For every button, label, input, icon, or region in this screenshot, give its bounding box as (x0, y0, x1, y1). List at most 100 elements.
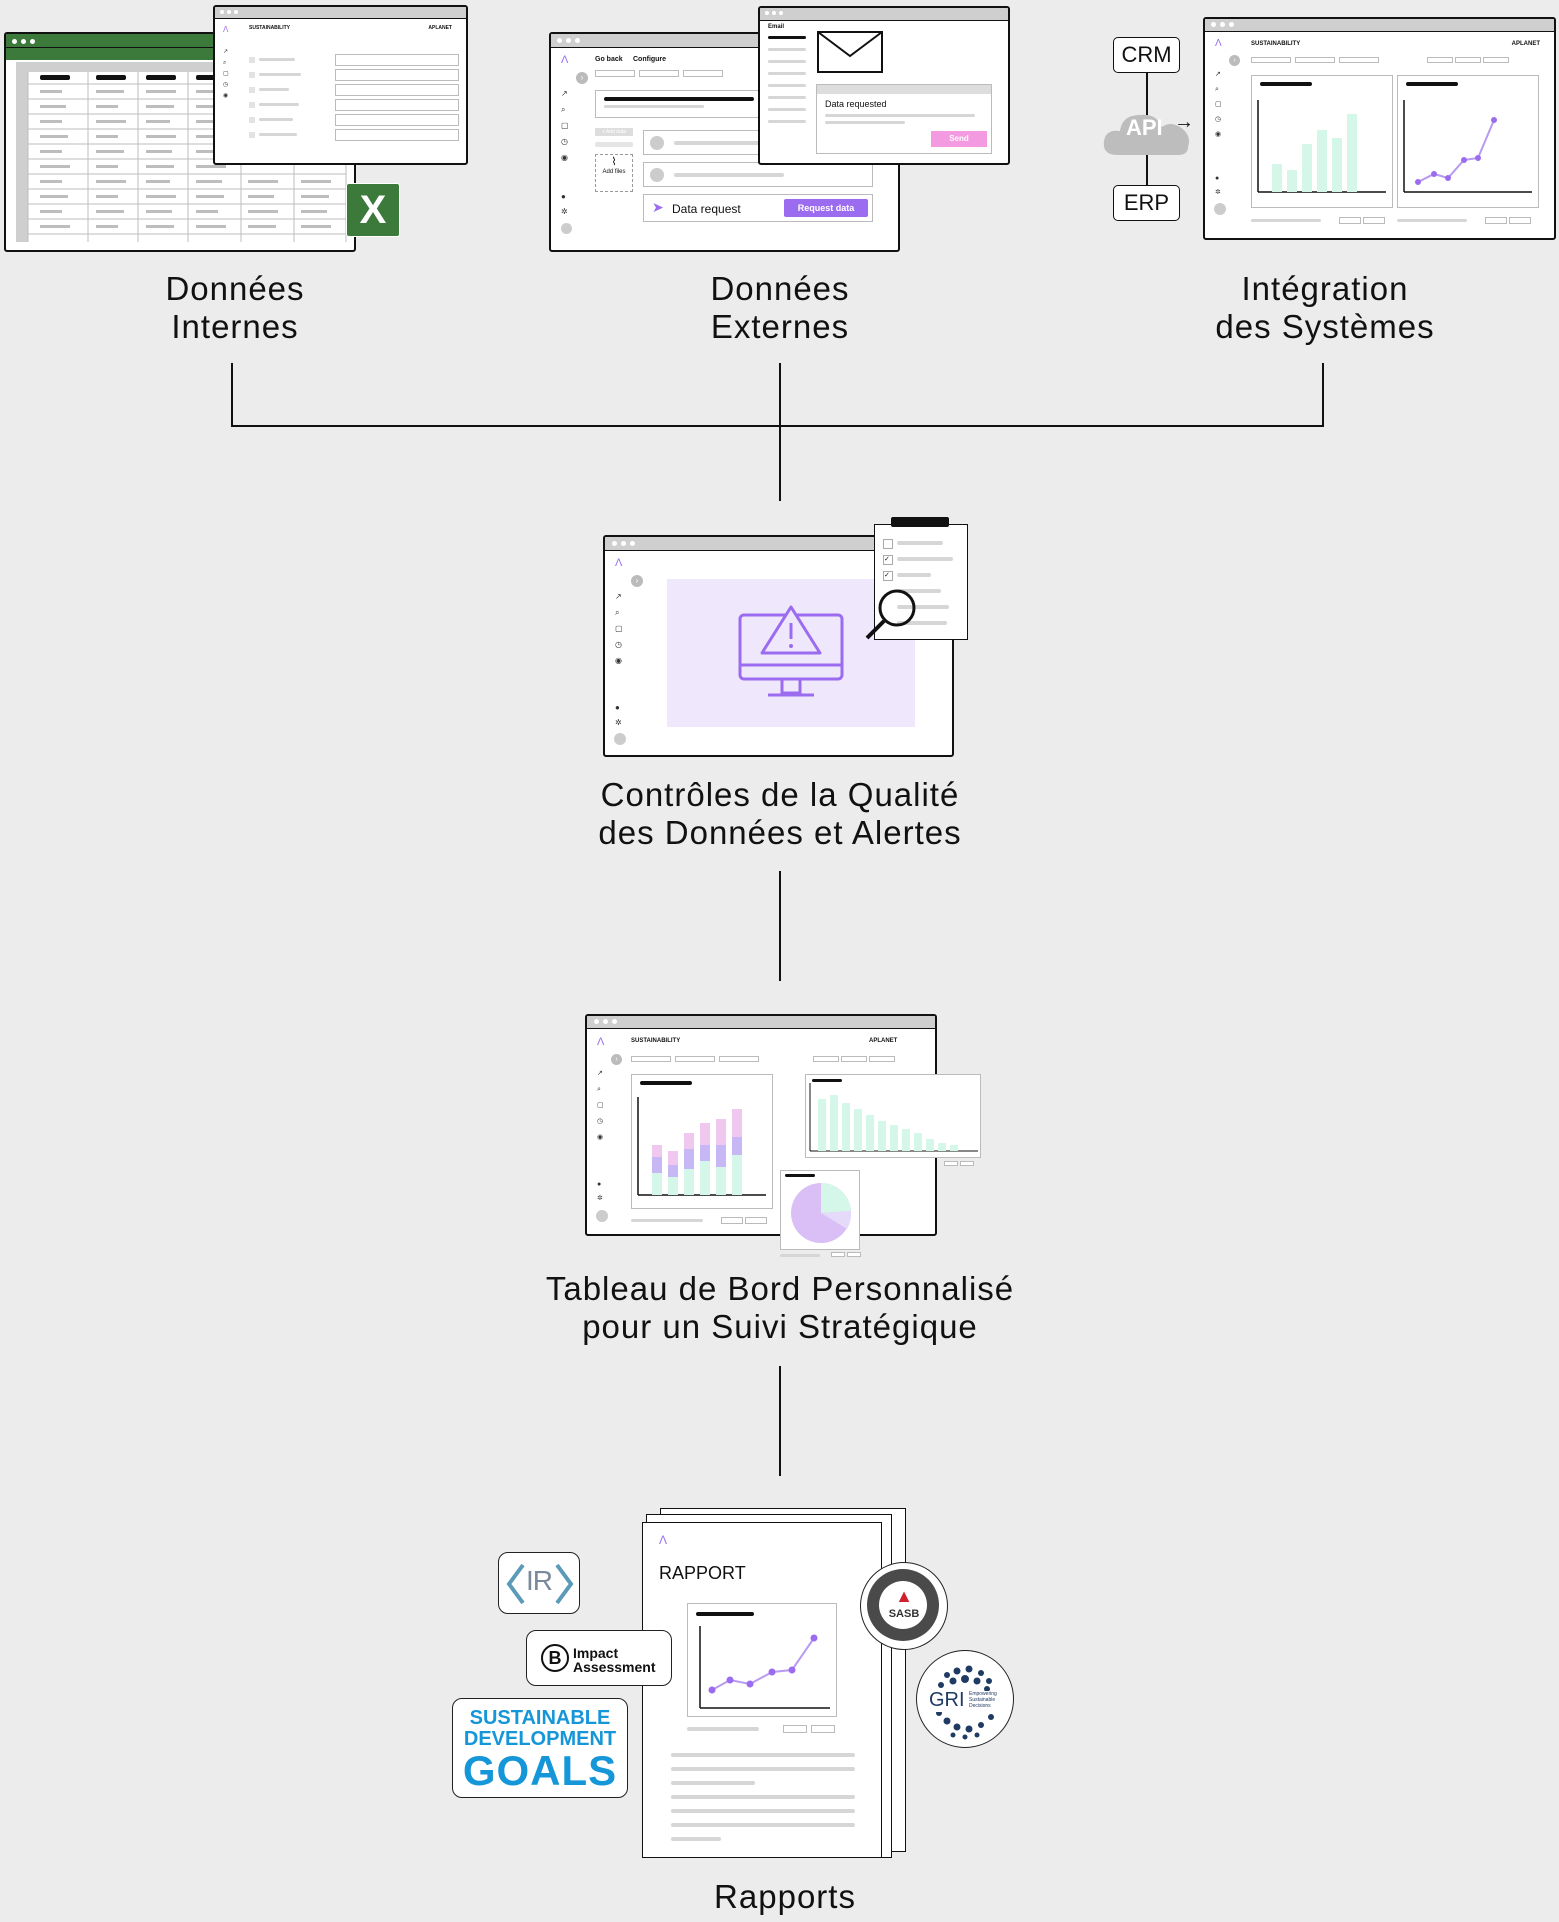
integration-tab-5[interactable] (1455, 57, 1481, 63)
dashboard-footer-btn-6[interactable] (847, 1252, 861, 1257)
external-tab-1[interactable] (595, 70, 635, 77)
sdg-logo: SUSTAINABLE DEVELOPMENT GOALS (452, 1698, 628, 1798)
dashboard-footer-btn-3[interactable] (944, 1161, 958, 1166)
quality-label: Contrôles de la Qualité des Données et A… (530, 776, 1030, 852)
sasb-logo: ▲ SASB (860, 1562, 948, 1650)
send-button[interactable]: Send (931, 131, 987, 147)
dashboard-tab-4[interactable] (813, 1056, 839, 1062)
external-collapse-icon: › (576, 72, 588, 84)
external-add-data-button[interactable]: + Add data (595, 128, 633, 136)
dashboard-tab-1[interactable] (631, 1056, 671, 1062)
connector-dashboard-down (779, 1366, 781, 1476)
integration-bell-icon: ● (1215, 175, 1220, 182)
dashboard-tab-3[interactable] (719, 1056, 759, 1062)
api-label: API (1126, 115, 1163, 140)
dashboard-footer-btn-5[interactable] (831, 1252, 845, 1257)
quality-window: Λ ↗⌕▢◷◉ ● ✲ › (603, 535, 954, 757)
arrow-right-icon: → (1174, 111, 1194, 133)
reports-illustration: Λ RAPPORT IR B Impact Assessm (450, 1508, 1015, 1860)
report-footer-btn-1[interactable] (783, 1725, 807, 1733)
monitor-warning-icon (738, 605, 844, 697)
internal-form-window: SUSTAINABILITY APLANET Λ ↗⌕▢◷◉ (213, 5, 468, 165)
sdg-line3: GOALS (462, 1747, 618, 1794)
external-logo-icon: Λ (561, 54, 569, 66)
external-configure[interactable]: Configure (633, 56, 667, 63)
integration-footer-line-1 (1251, 219, 1321, 222)
dashboard-label: Tableau de Bord Personnalisé pour un Sui… (490, 1270, 1070, 1346)
dashboard-tab-6[interactable] (869, 1056, 895, 1062)
integration-tab-3[interactable] (1339, 57, 1379, 63)
integration-bar-chart (1257, 100, 1386, 193)
report-text-line-4 (671, 1795, 855, 1799)
dashboard-sustainability-title: SUSTAINABILITY (631, 1038, 681, 1044)
sdg-line1: SUSTAINABLE (469, 1707, 611, 1729)
connector-horizontal (231, 425, 1324, 427)
report-text-line-2 (671, 1767, 855, 1771)
dashboard-footer-btn-4[interactable] (960, 1161, 974, 1166)
internal-sustainability-title: SUSTAINABILITY (249, 25, 291, 31)
quality-nav-icons: ↗⌕▢◷◉ (615, 592, 623, 665)
envelope-icon (817, 31, 883, 73)
external-data-label-line1: Données (710, 270, 850, 307)
dashboard-bar-chart-card (805, 1074, 981, 1158)
report-logo-icon: Λ (659, 1533, 668, 1547)
integration-nav-icons: ↗⌕▢◷◉ (1215, 71, 1222, 138)
external-avatar (561, 223, 572, 234)
report-page-front: Λ RAPPORT (642, 1522, 882, 1858)
external-data-label: Données Externes (630, 270, 930, 346)
dashboard-tab-2[interactable] (675, 1056, 715, 1062)
external-data-illustration: Λ ↗⌕▢◷◉ ● ✲ › Go back Configure + Add da… (548, 6, 1010, 254)
integration-dashboard-window: Λ ↗⌕▢◷◉ ● ✲ › SUSTAINABILITY APLANET (1203, 17, 1556, 240)
internal-data-illustration: SUSTAINABILITY APLANET Λ ↗⌕▢◷◉ X (4, 5, 468, 253)
quality-label-line2: des Données et Alertes (598, 814, 962, 851)
integration-footer-btn-1[interactable] (1339, 217, 1361, 224)
quality-settings-icon: ✲ (615, 718, 622, 727)
cloud-api-icon (1103, 114, 1189, 155)
external-tab-3[interactable] (683, 70, 723, 77)
report-footer-btn-2[interactable] (811, 1725, 835, 1733)
integration-tab-4[interactable] (1427, 57, 1453, 63)
external-go-back[interactable]: Go back (595, 56, 623, 63)
dashboard-logo-icon: Λ (597, 1036, 605, 1048)
integration-footer-btn-2[interactable] (1363, 217, 1385, 224)
dashboard-footer-btn-2[interactable] (745, 1217, 767, 1224)
integration-tab-2[interactable] (1295, 57, 1335, 63)
gri-logo: GRI Empowering Sustainable Decisions (916, 1650, 1014, 1748)
integration-footer-btn-4[interactable] (1509, 217, 1531, 224)
report-line-chart (699, 1626, 830, 1709)
quality-label-line1: Contrôles de la Qualité (600, 776, 960, 813)
sdg-line2: DEVELOPMENT (463, 1728, 617, 1750)
sasb-red-mark-icon: ▲ (895, 1586, 913, 1606)
report-text-line-6 (671, 1823, 855, 1827)
internal-nav-icons: ↗⌕▢◷◉ (223, 49, 229, 99)
send-arrow-icon: ➤ (652, 199, 664, 215)
quality-titlebar (605, 537, 952, 551)
connector-internal-down (231, 363, 233, 427)
dashboard-descending-bar-chart (809, 1083, 978, 1152)
dashboard-footer-btn-1[interactable] (721, 1217, 743, 1224)
magnifier-icon (865, 589, 916, 640)
integration-brand-logo: APLANET (1511, 41, 1540, 47)
erp-connector (1146, 155, 1148, 205)
integration-illustration: CRM API ERP → Λ ↗⌕▢◷◉ ● ✲ › SUSTAINABILI… (1098, 17, 1556, 242)
b-corp-icon: B (541, 1644, 569, 1672)
email-window: Email Data requested Send (758, 6, 1010, 165)
integration-tab-6[interactable] (1483, 57, 1509, 63)
quality-logo-icon: Λ (615, 557, 623, 569)
integration-avatar (1214, 203, 1226, 215)
integration-line-chart (1403, 100, 1532, 193)
integration-label: Intégration des Systèmes (1180, 270, 1470, 346)
integration-collapse-icon: › (1229, 55, 1240, 66)
external-bell-icon: ● (561, 192, 566, 201)
external-tab-2[interactable] (639, 70, 679, 77)
external-add-files-button[interactable]: ⌇Add files (595, 154, 633, 192)
external-request-data-button[interactable]: Request data (784, 199, 868, 217)
dashboard-tab-5[interactable] (841, 1056, 867, 1062)
data-requested-card: Data requested Send (816, 84, 992, 154)
integration-tab-1[interactable] (1251, 57, 1291, 63)
connector-quality-down (779, 871, 781, 981)
checklist-clipboard-icon: ✓ ✓ (874, 517, 968, 640)
integration-footer-btn-3[interactable] (1485, 217, 1507, 224)
internal-logo-icon: Λ (223, 25, 229, 34)
gri-subtext: Empowering Sustainable Decisions (969, 1691, 1003, 1709)
